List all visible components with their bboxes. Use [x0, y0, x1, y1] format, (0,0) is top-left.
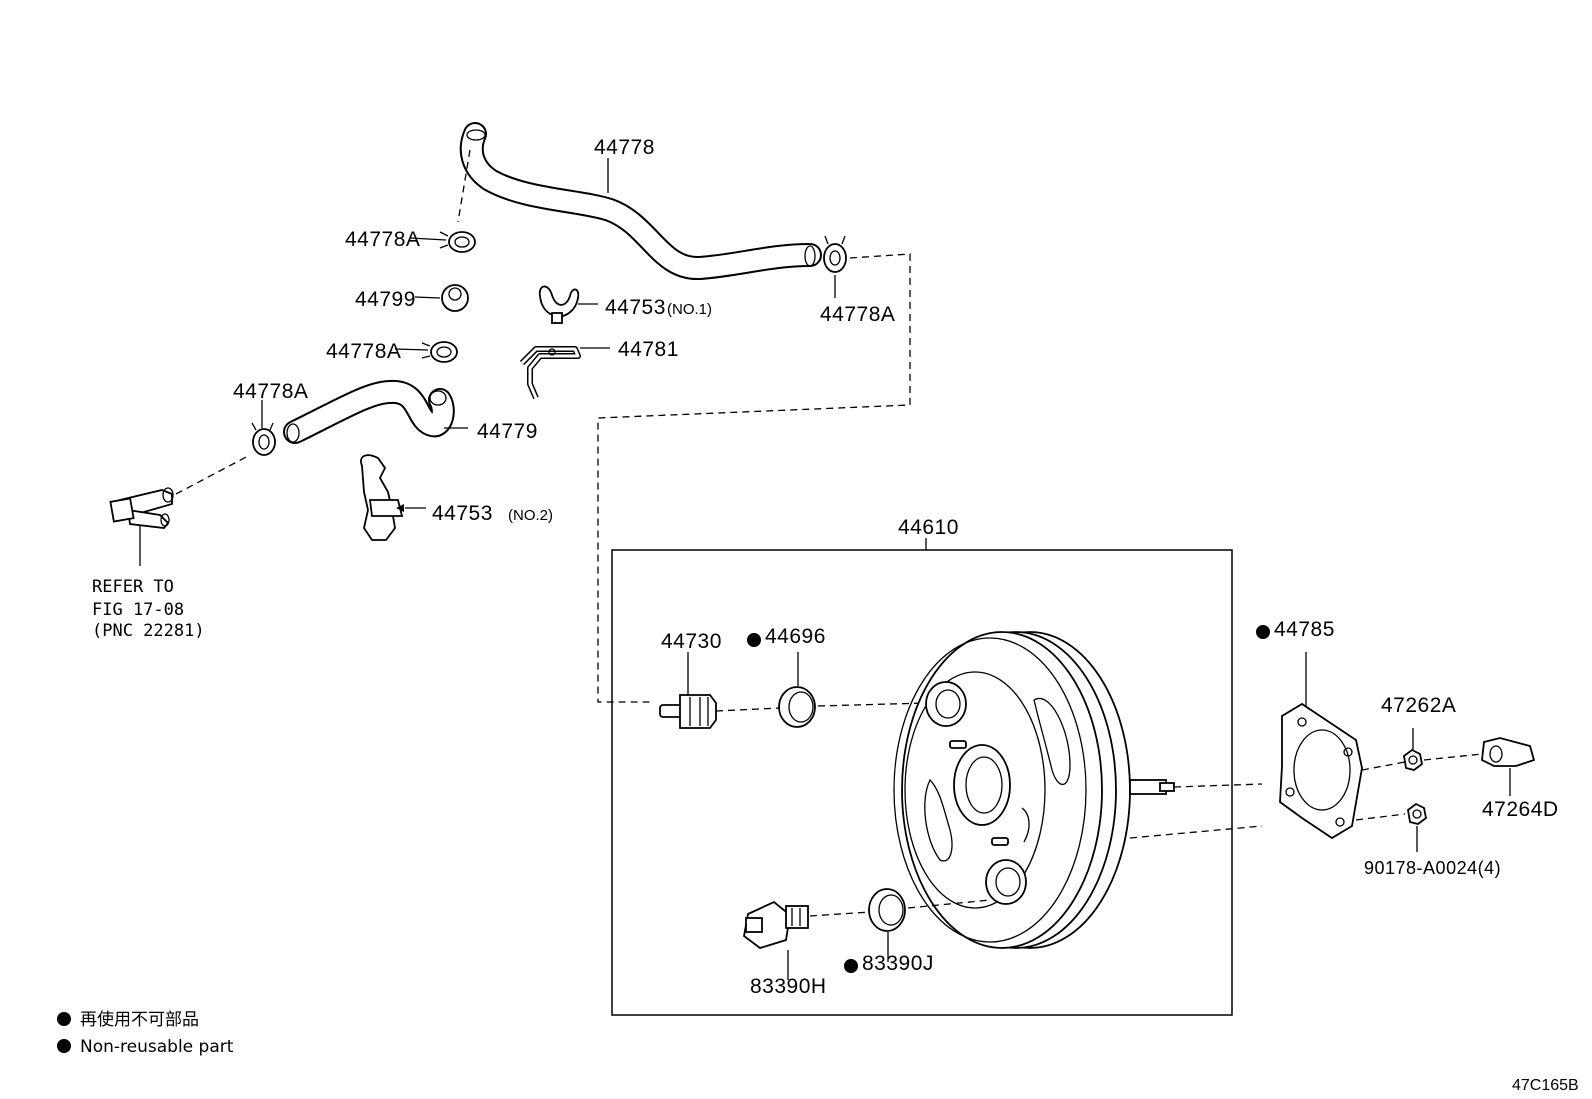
check-valve-44799 [441, 284, 469, 312]
label-44778: 44778 [594, 136, 655, 159]
vacuum-sensor-83390h [743, 900, 809, 949]
label-44753-no2: 44753 [432, 502, 493, 525]
hose-clamp-44778a-upper [439, 231, 476, 253]
vacuum-fitting-refer [109, 487, 174, 529]
grommet-44696 [778, 686, 816, 728]
hose-44779 [283, 380, 455, 444]
label-44696: 44696 [765, 625, 826, 648]
legend-jp: 再使用不可部品 [80, 1009, 199, 1030]
bracket-44781 [519, 346, 581, 400]
label-44781: 44781 [618, 338, 679, 361]
grommet-83390j [868, 888, 906, 932]
label-44779: 44779 [477, 420, 538, 443]
brake-booster-44610 [893, 631, 1175, 949]
hose-clip-44753-no2 [360, 454, 404, 541]
non-reusable-dot-44696 [747, 633, 761, 647]
non-reusable-dot-83390j [844, 959, 858, 973]
refer-line3: (PNC 22281) [92, 621, 205, 641]
label-44730: 44730 [661, 630, 722, 653]
label-44610: 44610 [898, 516, 959, 539]
legend-en: Non-reusable part [80, 1037, 234, 1057]
label-83390j: 83390J [862, 952, 934, 975]
label-44778a-upper: 44778A [345, 228, 420, 251]
clevis-47264d [1481, 737, 1536, 767]
legend-dot-jp [57, 1012, 71, 1026]
legend-dot-en [57, 1039, 71, 1053]
label-44753-no2-sub: (NO.2) [508, 507, 553, 524]
non-reusable-dot-44785 [1256, 625, 1270, 639]
label-44799: 44799 [355, 288, 416, 311]
refer-line1: REFER TO [92, 577, 174, 597]
nut-90178-a0024 [1407, 802, 1427, 825]
gasket-44785 [1279, 702, 1363, 840]
nut-47262a [1403, 748, 1423, 771]
vacuum-hose-44778 [459, 122, 822, 280]
label-44778a-left: 44778A [233, 380, 308, 403]
hose-clip-44753-no1 [538, 285, 580, 324]
label-83390h: 83390H [750, 975, 827, 998]
label-90178-a0024: 90178-A0024(4) [1364, 858, 1501, 878]
label-47264d: 47264D [1482, 798, 1559, 821]
refer-line2: FIG 17-08 [92, 600, 184, 620]
label-44785: 44785 [1274, 618, 1335, 641]
label-44778a-mid: 44778A [326, 340, 401, 363]
booster-assembly-frame [611, 549, 1233, 1016]
label-44753-no1-sub: (NO.1) [667, 301, 712, 318]
label-44753-no1: 44753 [605, 296, 666, 319]
hose-clamp-44778a-mid [421, 341, 458, 363]
hose-clamp-44778a-right [823, 235, 847, 273]
dash-hose-to-clamp [457, 149, 471, 223]
label-47262a: 47262A [1381, 694, 1456, 717]
figure-id: 47C165B [1512, 1077, 1579, 1094]
hose-clamp-44778a-left [251, 422, 276, 456]
check-valve-44730 [659, 694, 717, 729]
label-44778a-right: 44778A [820, 303, 895, 326]
dash-route-to-booster [597, 253, 911, 703]
